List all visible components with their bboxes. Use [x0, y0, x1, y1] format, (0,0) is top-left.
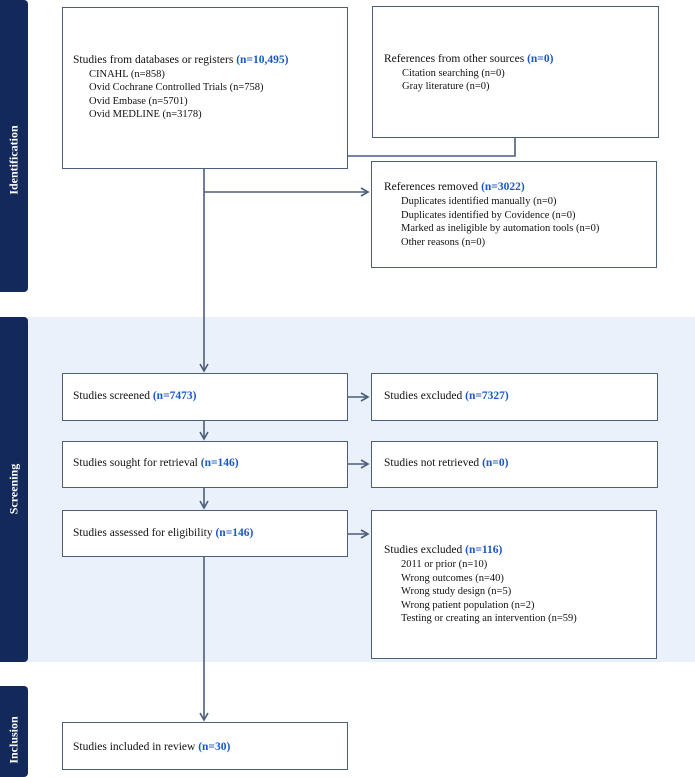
count: (n=146) [215, 527, 254, 539]
count: (n=0) [482, 457, 509, 469]
other-sources-item: Citation searching (n=0) [402, 68, 505, 79]
box-removed-title: References removed (n=3022) [384, 181, 525, 193]
count: (n=146) [200, 457, 239, 469]
databases-item: CINAHL (n=858) [89, 69, 165, 80]
count: (n=3022) [481, 181, 525, 193]
box-studies-excluded-eligibility [371, 510, 657, 659]
databases-item: Ovid MEDLINE (n=3178) [89, 109, 202, 120]
box-databases [62, 7, 348, 169]
box-studies-excluded-screening [371, 373, 658, 421]
box-assessed-for-eligibility [62, 510, 348, 557]
connector-other-sources-to-main [347, 137, 516, 157]
box-references-removed [371, 161, 657, 268]
box-databases-title: Studies from databases or registers (n=1… [73, 54, 289, 66]
count: (n=0) [527, 53, 554, 65]
databases-item: Ovid Cochrane Controlled Trials (n=758) [89, 82, 264, 93]
removed-item: Duplicates identified manually (n=0) [401, 196, 557, 207]
box-screened-title: Studies screened (n=7473) [73, 390, 197, 402]
box-eligibility-title: Studies assessed for eligibility (n=146) [73, 527, 254, 539]
box-included-title: Studies included in review (n=30) [73, 741, 231, 753]
box-studies-included [62, 722, 348, 770]
count: (n=7473) [152, 390, 197, 402]
other-sources-item: Gray literature (n=0) [402, 81, 490, 92]
excluded-reason-item: Wrong outcomes (n=40) [401, 573, 504, 584]
count: (n=10,495) [236, 54, 289, 66]
box-not-retrieved [371, 441, 658, 488]
box-not-retrieved-title: Studies not retrieved (n=0) [384, 457, 509, 469]
phase-screening [0, 317, 28, 662]
excluded-reason-item: Wrong patient population (n=2) [401, 600, 535, 611]
box-other-sources [372, 6, 659, 138]
excluded-reason-item: 2011 or prior (n=10) [401, 559, 488, 570]
removed-item: Duplicates identified by Covidence (n=0) [401, 210, 576, 221]
removed-item: Marked as ineligible by automation tools… [401, 223, 600, 234]
databases-item: Ovid Embase (n=5701) [89, 96, 188, 107]
box-other-sources-title: References from other sources (n=0) [384, 53, 554, 65]
box-excluded-screening-title: Studies excluded (n=7327) [384, 390, 509, 402]
box-retrieval-title: Studies sought for retrieval (n=146) [73, 457, 239, 469]
count: (n=116) [465, 544, 503, 556]
phase-identification [0, 0, 28, 292]
box-sought-for-retrieval [62, 441, 348, 488]
excluded-reason-item: Testing or creating an intervention (n=5… [401, 613, 577, 624]
count: (n=7327) [465, 390, 509, 402]
excluded-reason-item: Wrong study design (n=5) [401, 586, 512, 597]
count: (n=30) [198, 741, 231, 753]
box-excluded-eligibility-title: Studies excluded (n=116) [384, 544, 503, 556]
removed-item: Other reasons (n=0) [401, 237, 486, 248]
phase-inclusion [0, 686, 28, 777]
box-studies-screened [62, 373, 348, 421]
